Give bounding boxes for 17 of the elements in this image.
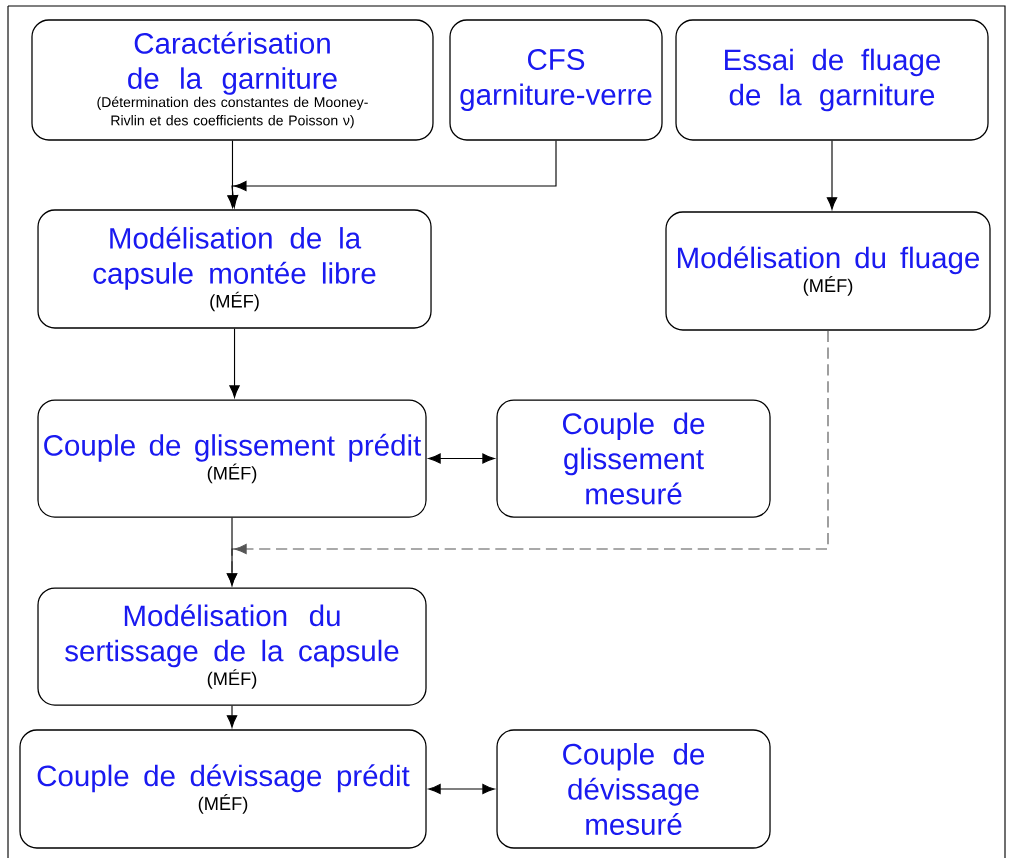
process-box: Couple de dévissage mesuré — [496, 729, 771, 849]
process-box: Couple de glissement prédit (MÉF) — [37, 399, 427, 518]
process-box: Essai de fluage de la garniture — [675, 19, 989, 141]
arrow — [428, 783, 495, 795]
arrow — [226, 517, 238, 586]
process-box: Modélisation du sertissage de la capsule (MÉF) — [37, 587, 427, 706]
arrow — [227, 140, 557, 208]
process-box: Couple de glissement mesuré — [496, 399, 771, 518]
process-box: CFS garniture-verre — [449, 19, 663, 141]
process-box: Couple de dévissage prédit (MÉF) — [19, 729, 427, 849]
arrow — [826, 140, 838, 210]
arrow — [229, 328, 240, 398]
arrow — [428, 453, 495, 464]
process-box: Modélisation du fluage (MÉF) — [665, 211, 991, 331]
process-box: Caractérisation de la garniture (Détermination des constantes de Mooney-Rivlin et des coefficients de Poisson ν) — [31, 19, 434, 141]
process-box: Modélisation de la capsule montée libre (MÉF) — [37, 209, 432, 329]
arrow — [226, 705, 238, 728]
